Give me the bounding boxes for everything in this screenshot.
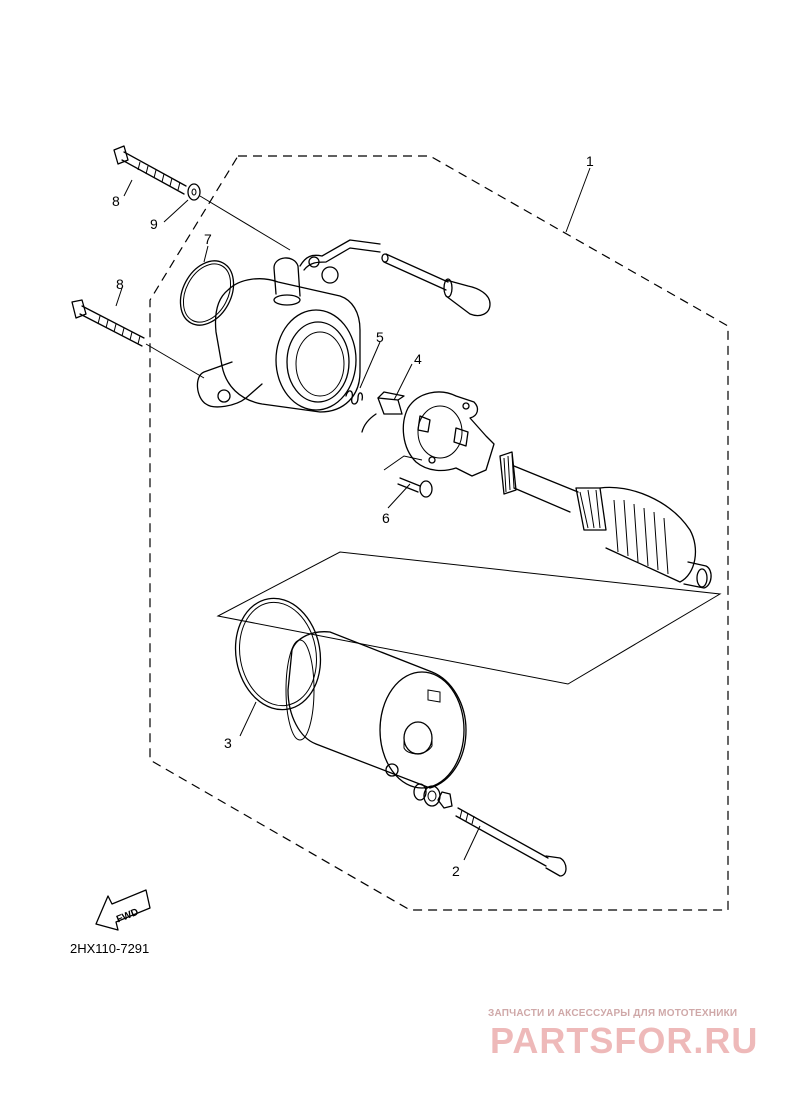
assembly-plane-line	[216, 551, 722, 685]
through-bolt-upper	[381, 253, 491, 317]
callout-7: 7	[204, 231, 212, 247]
leader-bolt-top	[199, 195, 291, 251]
callout-3: 3	[224, 735, 232, 751]
spring-5	[345, 390, 364, 405]
callout-5: 5	[376, 329, 384, 345]
callout-8-top: 8	[112, 193, 120, 209]
callout-6: 6	[382, 510, 390, 526]
callout-4: 4	[414, 351, 422, 367]
leader-bolt-bottom	[145, 343, 205, 379]
diagram-code: 2HX110-7291	[70, 941, 150, 956]
washer-nut-stack	[413, 783, 453, 809]
fwd-arrow-icon: FWD	[95, 889, 151, 931]
front-cover-housing	[196, 239, 381, 413]
callout-8-bottom: 8	[116, 276, 124, 292]
through-bolt-2	[455, 807, 567, 877]
brush-holder-plate	[383, 391, 495, 477]
callout-2: 2	[452, 863, 460, 879]
fwd-label: FWD	[115, 907, 140, 926]
watermark-tagline: ЗАПЧАСТИ И АКСЕССУАРЫ ДЛЯ МОТОТЕХНИКИ	[488, 1008, 738, 1019]
bolt-8-top	[113, 145, 187, 195]
bolt-8-bottom	[71, 299, 145, 347]
armature	[499, 451, 712, 589]
screw-6	[397, 477, 433, 498]
callout-1: 1	[586, 153, 594, 169]
watermark-brand: PARTSFOR.RU	[490, 1020, 759, 1061]
assembly-outline-dashed	[149, 155, 729, 911]
o-ring-7	[179, 260, 235, 326]
washer-9	[187, 183, 201, 201]
callout-9: 9	[150, 216, 158, 232]
yoke-motor-body	[285, 631, 467, 789]
brush-4	[361, 391, 405, 433]
callout-leaders	[115, 167, 591, 861]
